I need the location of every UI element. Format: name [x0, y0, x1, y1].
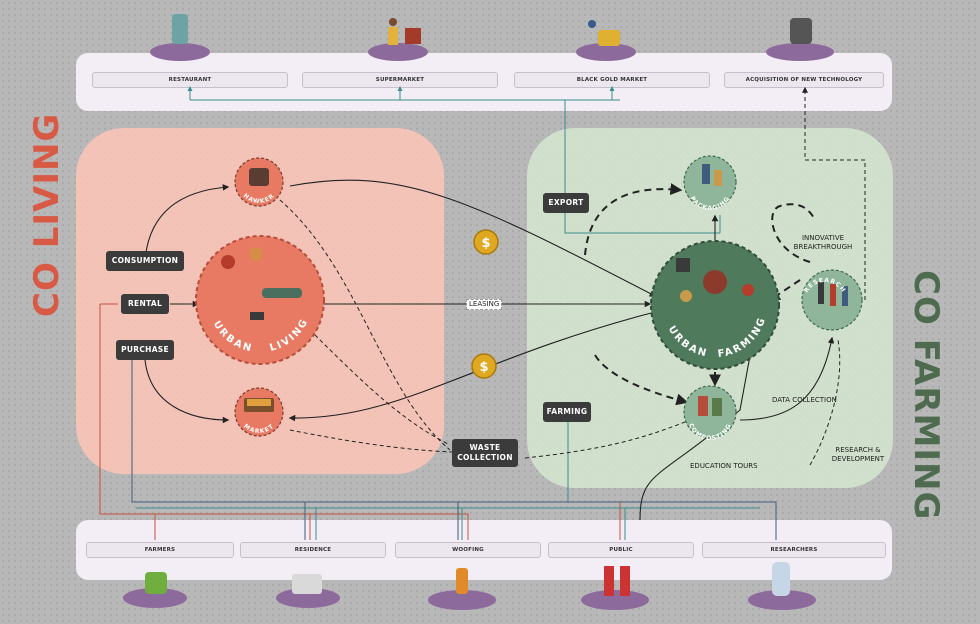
stakeholder-farmers: FARMERS — [86, 542, 234, 558]
node-composting: COMPOSTING — [683, 385, 737, 442]
pedestals — [123, 43, 834, 610]
tag-consumption: CONSUMPTION — [106, 251, 184, 271]
tag-waste-collection: WASTE COLLECTION — [452, 439, 518, 467]
tag-farming: FARMING — [543, 402, 591, 422]
coin-lower-symbol: $ — [479, 360, 488, 375]
rnd-line-1: RESEARCH & — [835, 446, 881, 454]
node-hawker: HAWKER — [234, 157, 284, 207]
solid-flows — [144, 179, 835, 521]
node-urban-living: URBAN LIVING — [195, 235, 325, 365]
label-education-tours: EDUCATION TOURS — [690, 462, 758, 470]
stakeholder-researchers: RESEARCHERS — [702, 542, 886, 558]
dashed-flows — [279, 86, 866, 466]
stakeholder-public: PUBLIC — [548, 542, 694, 558]
node-urban-farming: URBAN FARMING — [650, 240, 780, 370]
rnd-line-2: DEVELOPMENT — [831, 455, 885, 463]
coin-upper-symbol: $ — [481, 236, 490, 251]
top-distribution-lines — [187, 86, 721, 234]
tag-purchase: PURCHASE — [116, 340, 174, 360]
label-research-development: RESEARCH & DEVELOPMENT — [820, 446, 896, 464]
label-data-collection: DATA COLLECTION — [772, 396, 837, 404]
node-packaging: PACKAGING — [683, 155, 737, 212]
node-market: MARKET — [234, 387, 284, 437]
waste-line-1: WASTE — [469, 443, 501, 452]
tag-rental: RENTAL — [121, 294, 169, 314]
label-innovative-breakthrough: INNOVATIVE BREAKTHROUGH — [786, 234, 860, 252]
stakeholder-lines — [99, 303, 777, 540]
stakeholder-woofing: WOOFING — [395, 542, 541, 558]
coin-upper: $ — [473, 229, 499, 255]
waste-line-2: COLLECTION — [457, 453, 513, 462]
stakeholder-residence: RESIDENCE — [240, 542, 386, 558]
innovative-line-1: INNOVATIVE — [801, 234, 845, 242]
tag-export: EXPORT — [543, 193, 589, 213]
label-leasing: LEASING — [466, 299, 503, 310]
stakeholder-figures — [145, 14, 812, 596]
node-research: RESEARCH — [801, 269, 863, 331]
coin-lower: $ — [471, 353, 497, 379]
innovative-line-2: BREAKTHROUGH — [793, 243, 853, 251]
